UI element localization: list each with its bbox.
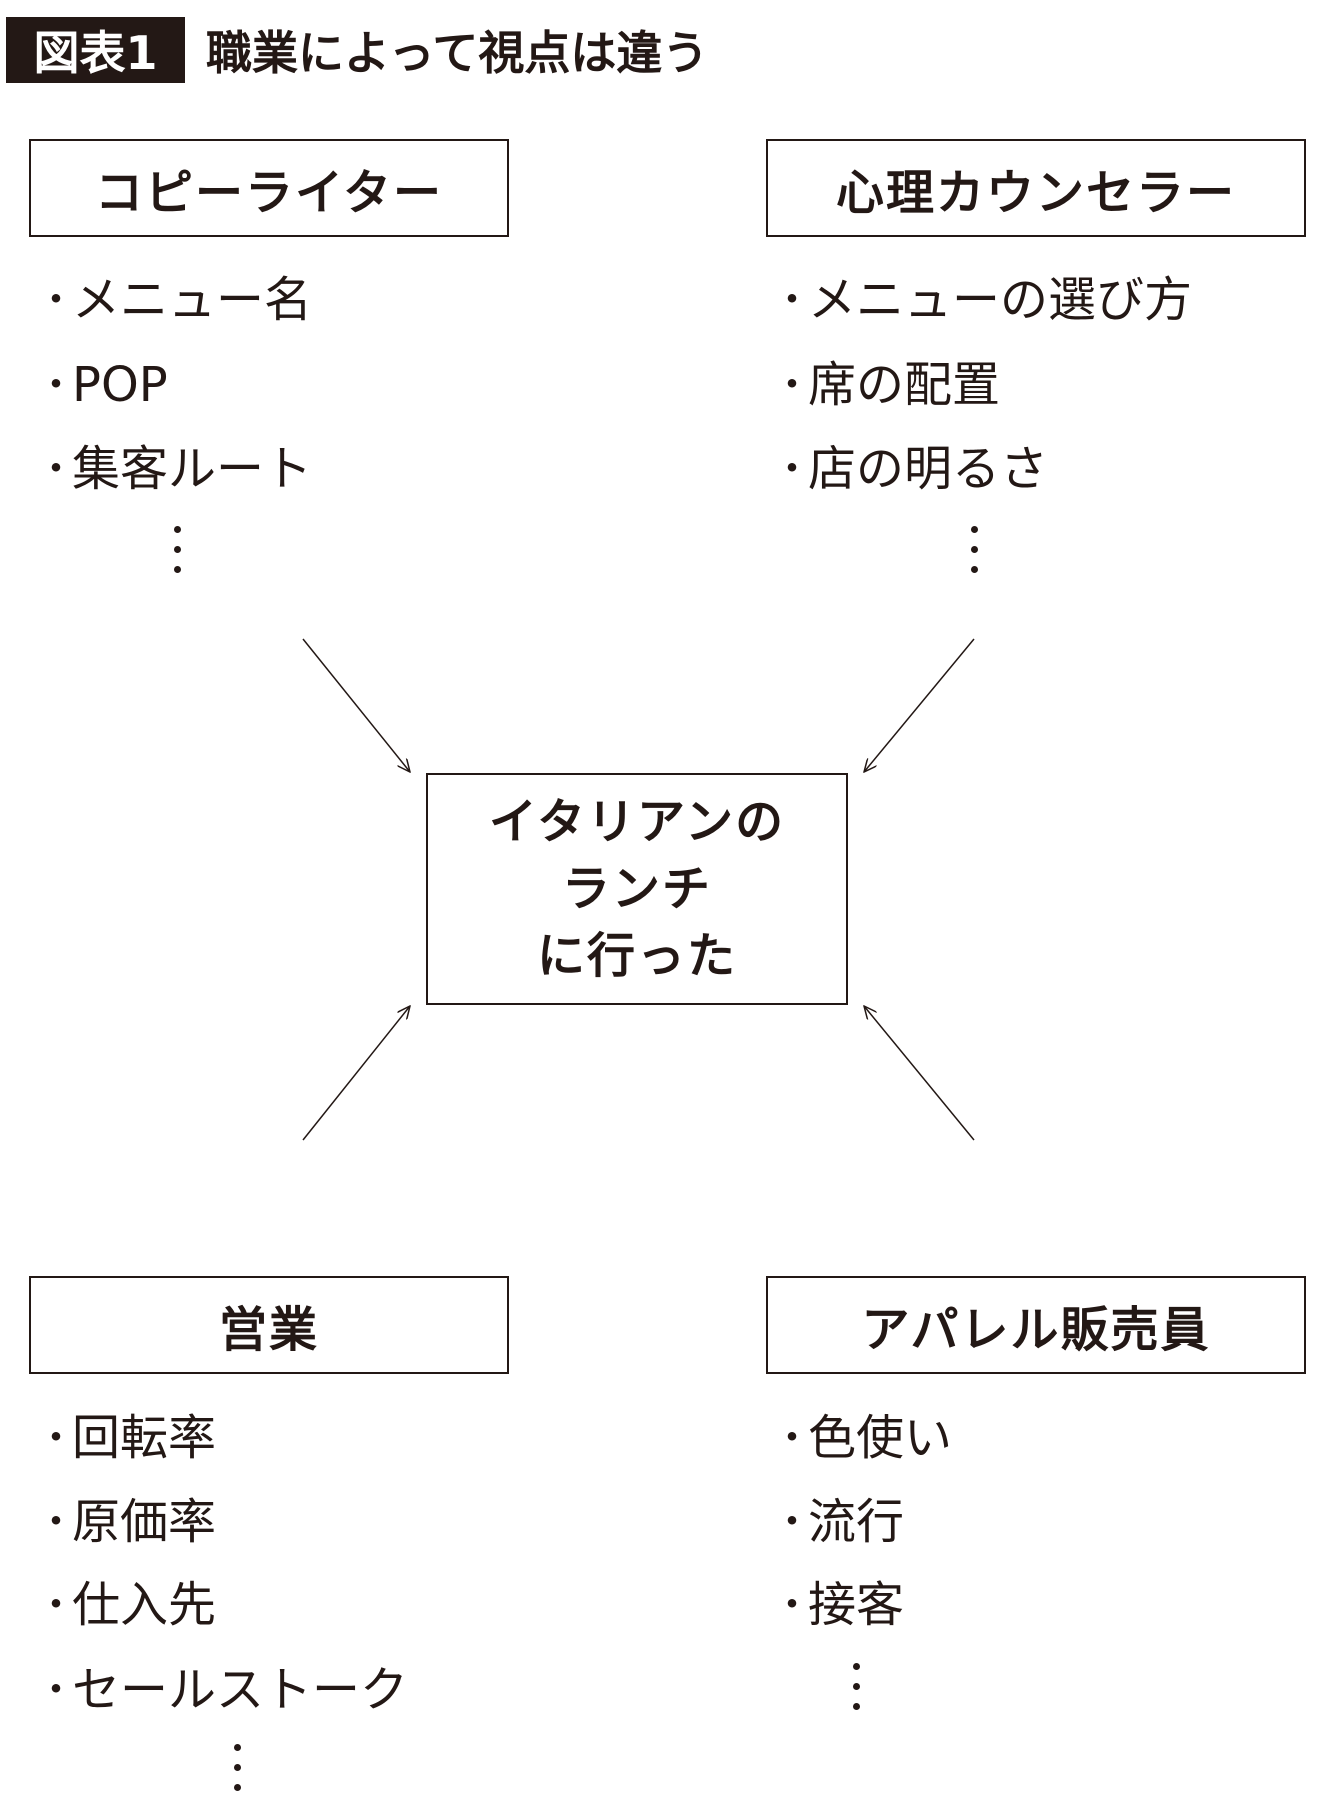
item-text: 席の配置 xyxy=(808,357,1001,413)
item-text: 流行 xyxy=(808,1494,905,1550)
list-item: ・店の明るさ xyxy=(772,445,1048,493)
item-text: 原価率 xyxy=(72,1494,217,1550)
list-item: ・原価率 xyxy=(36,1498,216,1546)
item-text: 接客 xyxy=(808,1577,905,1633)
list-item: ・メニューの選び方 xyxy=(772,276,1192,324)
list-item: ・流行 xyxy=(772,1498,904,1546)
item-text: セールストーク xyxy=(72,1662,409,1718)
bullet: ・ xyxy=(36,446,76,492)
bullet: ・ xyxy=(36,277,76,323)
bullet: ・ xyxy=(772,277,812,323)
figure-title: 職業によって視点は違う xyxy=(206,26,709,80)
list-item: ・接客 xyxy=(772,1581,904,1629)
group-title-sales: 営業 xyxy=(29,1276,509,1374)
ellipsis-vertical-icon xyxy=(971,526,981,586)
bullet: ・ xyxy=(772,1499,812,1545)
center-line: イタリアンの xyxy=(488,793,786,850)
bullet: ・ xyxy=(36,1415,76,1461)
item-text: POP xyxy=(72,357,168,413)
bullet: ・ xyxy=(36,362,76,408)
bullet: ・ xyxy=(36,1582,76,1628)
group-title-counselor: 心理カウンセラー xyxy=(766,139,1306,237)
group-title-apparel: アパレル販売員 xyxy=(766,1276,1306,1374)
list-item: ・セールストーク xyxy=(36,1666,408,1714)
item-text: 回転率 xyxy=(72,1410,217,1466)
list-item: ・メニュー名 xyxy=(36,276,312,324)
center-box: イタリアンの ランチ に行った xyxy=(426,773,848,1005)
ellipsis-vertical-icon xyxy=(853,1663,863,1723)
bullet: ・ xyxy=(772,1415,812,1461)
bullet: ・ xyxy=(772,1582,812,1628)
group-title-copywriter: コピーライター xyxy=(29,139,509,237)
list-item: ・仕入先 xyxy=(36,1581,216,1629)
arrow-copywriter xyxy=(302,638,410,772)
item-text: 店の明るさ xyxy=(808,441,1049,497)
list-item: ・回転率 xyxy=(36,1414,216,1462)
center-line: ランチ xyxy=(561,860,712,917)
list-item: ・色使い xyxy=(772,1414,952,1462)
arrow-sales xyxy=(302,1006,410,1141)
list-item: ・集客ルート xyxy=(36,445,312,493)
bullet: ・ xyxy=(36,1499,76,1545)
arrow-apparel xyxy=(864,1006,975,1141)
figure-label: 図表1 xyxy=(6,17,185,83)
item-text: メニューの選び方 xyxy=(808,272,1193,328)
list-item: ・POP xyxy=(36,361,168,409)
arrow-counselor xyxy=(864,638,975,772)
item-text: メニュー名 xyxy=(72,272,313,328)
bullet: ・ xyxy=(772,362,812,408)
center-line: に行った xyxy=(536,927,737,984)
ellipsis-vertical-icon xyxy=(174,526,184,586)
item-text: 色使い xyxy=(808,1410,953,1466)
item-text: 集客ルート xyxy=(72,441,313,497)
ellipsis-vertical-icon xyxy=(234,1744,244,1804)
list-item: ・席の配置 xyxy=(772,361,1000,409)
bullet: ・ xyxy=(36,1667,76,1713)
item-text: 仕入先 xyxy=(72,1577,217,1633)
bullet: ・ xyxy=(772,446,812,492)
